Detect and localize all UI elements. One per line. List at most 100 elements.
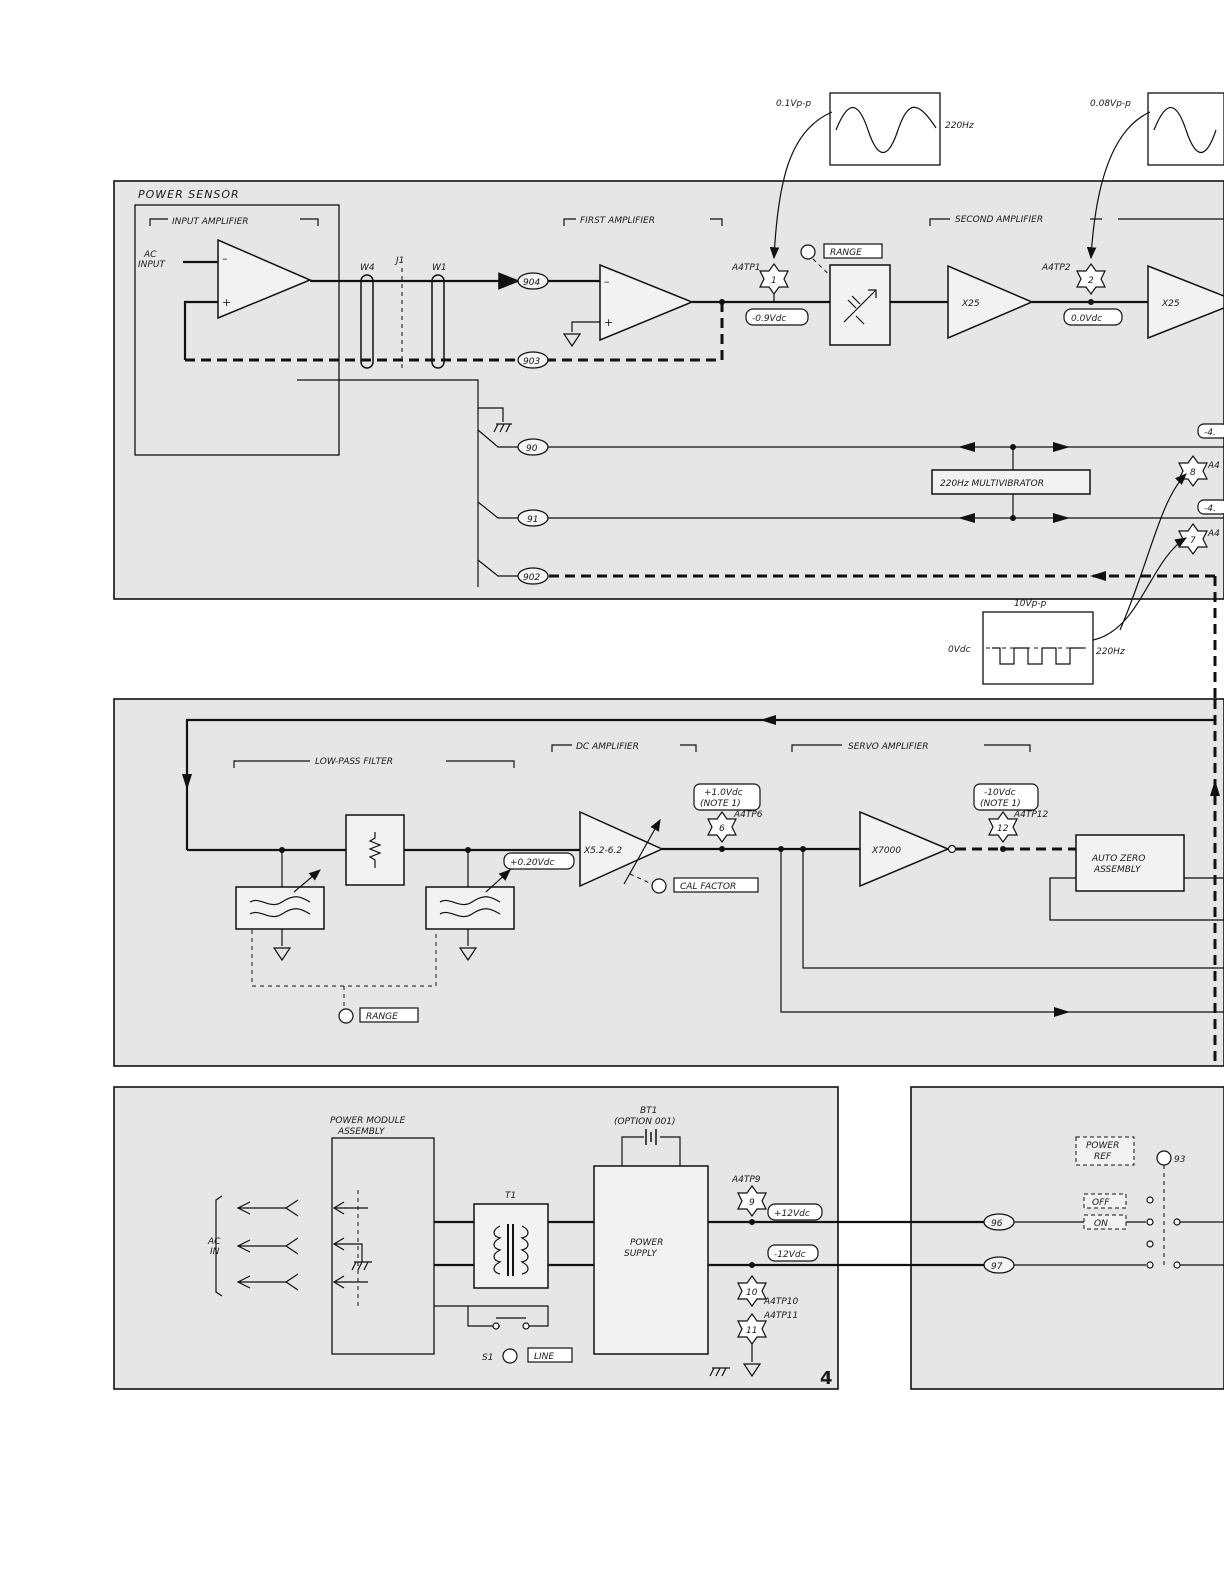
filter-capacitor-1 [235,886,325,930]
first-amp-ground-wire [571,321,600,332]
servo-amplifier-bracket [791,744,1031,752]
plus12-voltage-box [767,1203,823,1221]
line-knob-icon [502,1348,518,1364]
tp6-voltage-1: +1.0Vdc [704,788,743,798]
module-to-t1 [434,1220,474,1267]
range-knob-icon [800,244,816,260]
input-feedback-wire [183,300,218,360]
tp12-number: 12 [997,824,1009,834]
tp7-voltage-box [1197,499,1224,515]
node-tp12 [1000,846,1006,852]
first-amplifier-bracket [563,218,723,226]
ground-symbol-1 [493,423,512,433]
switch-contact-3 [1173,1218,1181,1226]
input-amplifier-bracket [149,218,319,226]
range-knob-icon-2 [338,1008,354,1024]
tp2-voltage-box [1063,308,1123,326]
first-amp-minus: – [604,275,610,288]
w90-arrow-left [958,442,975,452]
node-tp10 [749,1262,755,1268]
cable-w4 [360,274,374,369]
w90-branch [477,429,518,448]
t1-to-supply [548,1220,594,1267]
switch-panel [910,1086,1224,1390]
power-supply-label-1: POWER [630,1238,663,1248]
x25-amplifier-1 [947,264,1034,340]
filter2-adjust-arrow [485,869,511,893]
resistor-icon [368,832,382,868]
switch-contact-5 [1146,1261,1154,1269]
low-pass-bracket [233,760,515,768]
tp9-marker [737,1184,767,1218]
power-module-label-2: ASSEMBLY [337,1127,386,1137]
switch-contact-6 [1173,1261,1181,1269]
bt1-label: BT1 [640,1106,657,1116]
w91-arrow-left [958,513,975,523]
ac-in-label-1: AC [207,1237,221,1247]
power-supply-label-2: SUPPLY [624,1249,658,1259]
w91-branch [477,501,518,519]
waveform3-frequency: 220Hz [1096,647,1125,657]
waveform1-pointer [769,111,833,260]
power-sensor-title: POWER SENSOR [138,188,240,201]
tp1-name: A4TP1 [731,263,761,273]
tp8-voltage: -4. [1204,428,1216,438]
cal-factor-button [673,877,759,893]
waveform3-offset: 0Vdc [948,645,971,655]
wire-93-terminal-icon [1156,1150,1172,1166]
wire-91-label: 91 [527,515,538,525]
t1-secondary-coil [520,1225,529,1275]
bt1-wires [621,1136,681,1166]
multivibrator-label: 220Hz MULTIVIBRATOR [940,479,1044,489]
variable-resistor-icon [843,289,877,325]
power-ref-label-2: REF [1094,1152,1112,1162]
tp2-name: A4TP2 [1041,263,1071,273]
feedback-arrow [1054,1007,1070,1017]
transformer-t1 [473,1203,549,1289]
ac-line-1 [236,1199,299,1217]
servo-amp-gain: X7000 [871,846,901,856]
input-amplifier-label: INPUT AMPLIFIER [172,217,249,227]
t1-primary-coil [493,1225,502,1275]
line-switch-wire [434,1305,549,1327]
power-sensor-panel [113,180,1224,600]
minus12-voltage: -12Vdc [774,1250,806,1260]
power-module-label-1: POWER MODULE [330,1116,406,1126]
switch-contact-2 [1146,1218,1154,1226]
wire-96-97-right [1014,1221,1224,1266]
dc-amplifier-bracket [551,744,697,752]
first-amplifier [599,263,694,342]
feedback-top-wire [185,718,1215,850]
range-button [823,243,883,259]
waveform2-pointer [1086,111,1151,260]
cable-w1 [431,274,445,369]
node-mv-top [1010,444,1016,450]
wire-902-label: 902 [523,573,540,583]
filter-icon-2 [439,896,501,918]
wire-90-label: 90 [526,444,538,454]
tp10-name: A4TP10 [763,1297,799,1307]
tp9-number: 9 [749,1198,755,1208]
auto-zero-label-2: ASSEMBLY [1093,865,1142,875]
waveform3-pointer-8 [1119,473,1187,631]
module-line-1 [332,1201,368,1215]
tp9-name: A4TP9 [731,1175,761,1185]
line-button [527,1347,573,1363]
tp1-voltage: -0.9Vdc [752,314,786,324]
wire-904-label: 904 [523,278,540,288]
filter-capacitor-2 [425,886,515,930]
t1-label: T1 [505,1191,516,1201]
waveform1-box [829,92,941,166]
page-number: 4 [820,1368,833,1389]
switch-contact-1 [1146,1196,1154,1204]
range-attenuator [829,264,891,346]
tp11-name: A4TP11 [763,1311,798,1321]
tp12-name: A4TP12 [1013,810,1049,820]
servo-amp-bubble [947,844,957,854]
wire-96-label: 96 [991,1219,1003,1229]
x25-label-1: X25 [961,299,980,309]
filter-resistor-block [345,814,405,886]
input-amplifier [217,238,312,320]
tp12-voltage-box [973,783,1039,811]
w90-arrow-right [1053,442,1070,452]
